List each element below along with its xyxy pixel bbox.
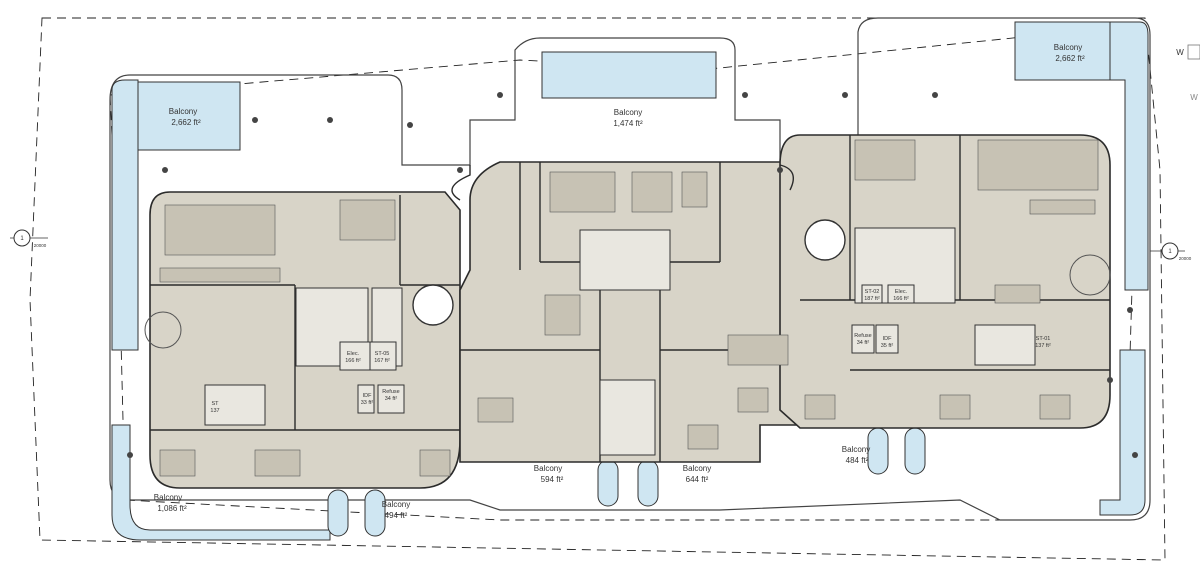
spiral-stair-left-unit — [144, 311, 182, 349]
site-boundary-dashed — [29, 17, 1166, 561]
left-elec-room — [339, 341, 371, 371]
water-strip-right — [1109, 21, 1149, 291]
balcony-center-left-bottom-area: 594 ft² — [541, 475, 564, 484]
balcony-center-right-bottom-name: Balcony — [683, 464, 711, 473]
section-marker-right: 1 20000 — [1150, 242, 1192, 261]
capsule-5 — [867, 427, 889, 475]
edge-glyph-w: W — [1176, 48, 1184, 57]
balcony-mid-left-bottom-name: Balcony — [382, 500, 410, 509]
balcony-right-top-area: 2,662 ft² — [1055, 54, 1085, 63]
balcony-center-right-bottom-area: 644 ft² — [686, 475, 709, 484]
water-strip-left — [111, 79, 139, 351]
left-st05-room — [369, 341, 397, 371]
right-core-stair — [974, 324, 1036, 366]
left-refuse-label: Refuse — [382, 389, 399, 395]
right-idf-label: IDF — [883, 336, 893, 342]
right-elec-area: 166 ft² — [893, 296, 909, 302]
balcony-center-top-area: 1,474 ft² — [613, 119, 643, 128]
balcony-left-top-area: 2,662 ft² — [171, 118, 201, 127]
capsule-6 — [904, 427, 926, 475]
interior-walls — [150, 135, 1110, 462]
spiral-stair-left — [412, 284, 454, 326]
columns — [127, 92, 1138, 458]
right-refuse-room — [851, 324, 875, 354]
right-st01-area: 137 ft² — [1035, 343, 1051, 349]
right-refuse-label: Refuse — [854, 333, 871, 339]
left-idf-area: 33 ft² — [361, 400, 374, 406]
right-elec-label: Elec. — [895, 289, 908, 295]
left-refuse-room — [377, 384, 405, 414]
balcony-left-top-name: Balcony — [169, 107, 197, 116]
center-stair — [599, 379, 656, 456]
water-strip-right-bottom — [1099, 349, 1146, 516]
balcony-center-top-name: Balcony — [614, 108, 642, 117]
furniture — [159, 139, 1099, 477]
right-refuse-area: 34 ft² — [857, 340, 870, 346]
right-st01-label: ST-01 — [1036, 336, 1051, 342]
svg-text:20000: 20000 — [34, 243, 47, 248]
right-edge-curve — [779, 164, 794, 191]
balcony-left-bottom-name: Balcony — [154, 493, 182, 502]
balcony-mid-left-bottom-area: 494 ft² — [385, 511, 408, 520]
center-core — [579, 229, 671, 291]
capsule-4 — [637, 459, 659, 507]
pool-center-top — [541, 51, 717, 99]
capsule-2 — [364, 489, 386, 537]
left-elec-label: Elec. — [347, 351, 360, 357]
left-st05-label: ST-05 — [375, 351, 390, 357]
right-st02-label: ST-02 — [865, 289, 880, 295]
edge-box — [1187, 44, 1200, 60]
right-st02-room — [861, 284, 883, 304]
left-st05-area: 167 ft² — [374, 358, 390, 364]
edge-glyph-w2: W — [1190, 93, 1198, 102]
svg-text:1: 1 — [1168, 249, 1172, 255]
left-edge-curve — [451, 165, 471, 201]
balcony-right-bottom-name: Balcony — [842, 445, 870, 454]
spiral-stair-right-unit — [1069, 254, 1111, 296]
balcony-right-bottom-area: 484 ft² — [846, 456, 869, 465]
left-st-area: 137 — [210, 408, 219, 414]
balcony-center-left-bottom-name: Balcony — [534, 464, 562, 473]
svg-text:1: 1 — [20, 236, 24, 242]
left-elec-area: 166 ft² — [345, 358, 361, 364]
section-marker-left: 1 20000 — [10, 229, 48, 248]
right-st02-area: 187 ft² — [864, 296, 880, 302]
svg-text:20000: 20000 — [1179, 256, 1192, 261]
capsule-3 — [597, 459, 619, 507]
pool-left-top — [137, 81, 241, 151]
left-idf-label: IDF — [363, 393, 373, 399]
capsule-1 — [327, 489, 349, 537]
left-stair — [204, 384, 266, 426]
right-elec-room — [887, 284, 915, 304]
spiral-stair-center — [804, 219, 846, 261]
right-idf-area: 35 ft² — [881, 343, 894, 349]
left-st-label: ST — [211, 401, 219, 407]
left-refuse-area: 34 ft² — [385, 396, 398, 402]
right-idf-room — [875, 324, 899, 354]
balcony-left-bottom-area: 1,086 ft² — [157, 504, 187, 513]
left-idf-room — [357, 384, 375, 414]
balcony-right-top-name: Balcony — [1054, 43, 1082, 52]
